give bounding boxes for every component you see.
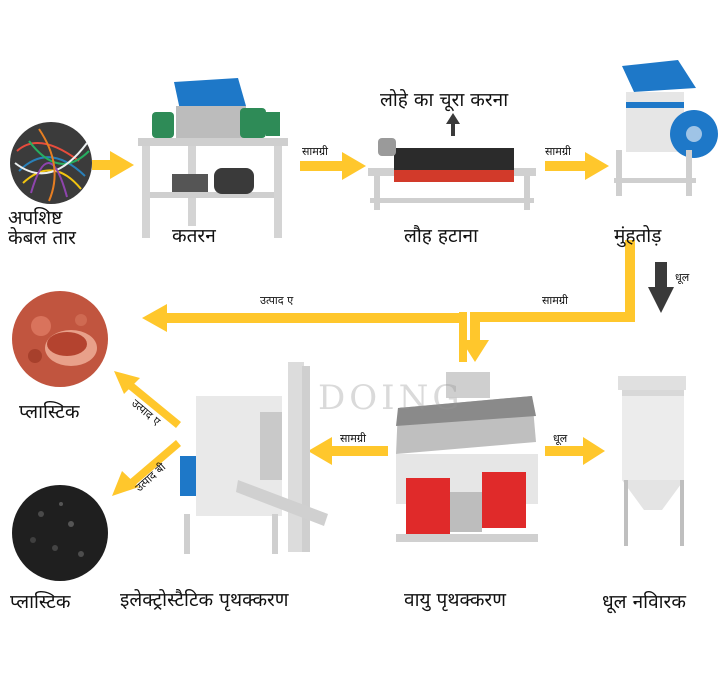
label-iron-scrap: लोहे का चूरा करना [380,89,509,111]
arrow-label-dust-down: धूल [675,271,690,284]
label-iron-removal: लौह हटाना [404,225,478,247]
label-crushing: मुंहतोड़ [614,225,662,247]
shredder-machine-image [128,72,298,240]
label-waste-cable-line1: अपशिष्ट [8,207,63,229]
arrow-label-material-3: सामग्री [542,294,568,307]
arrow-shredder-to-iron [300,152,366,180]
arrow-label-product-a: उत्पाद ए [260,294,294,307]
arrow-label-material-2: सामग्री [545,145,571,158]
arrow-cable-to-shredder [92,151,134,179]
waste-cable-image [9,121,93,205]
arrow-diag-product-a [114,371,181,428]
arrow-diag-product-b [112,440,181,496]
arrow-label-dust-right: धूल [553,432,568,445]
label-shredding: कतरन [172,225,216,247]
label-dust-collector: धूल नविारक [602,591,686,613]
crusher-machine-image [600,58,718,198]
air-separator-image [386,368,544,556]
arrow-product-a [142,304,467,362]
arrow-label-material-4: सामग्री [340,432,366,445]
plastic-granules-copper-image [11,290,109,388]
watermark-text: DOING [318,378,464,418]
arrow-down-dust [648,262,674,313]
arrow-up-iron-scrap [446,113,460,136]
arrow-crusher-to-air [461,240,635,362]
arrow-air-to-dust [545,437,605,465]
arrow-label-material-1: सामग्री [302,145,328,158]
label-plastic-top: प्लास्टिक [19,401,80,423]
label-waste-cable-line2: केबल तार [8,227,76,249]
label-air-separation: वायु पृथक्करण [404,589,506,611]
arrow-iron-to-crusher [545,152,609,180]
dust-collector-image [612,370,696,550]
electrostatic-separator-image [178,360,330,554]
iron-remover-image [364,134,540,214]
arrow-air-to-electrostatic [308,437,388,465]
plastic-granules-black-image [11,484,109,582]
label-electrostatic-separation: इलेक्ट्रोस्टैटिक पृथक्करण [120,589,289,611]
label-plastic-bottom: प्लास्टिक [10,591,71,613]
